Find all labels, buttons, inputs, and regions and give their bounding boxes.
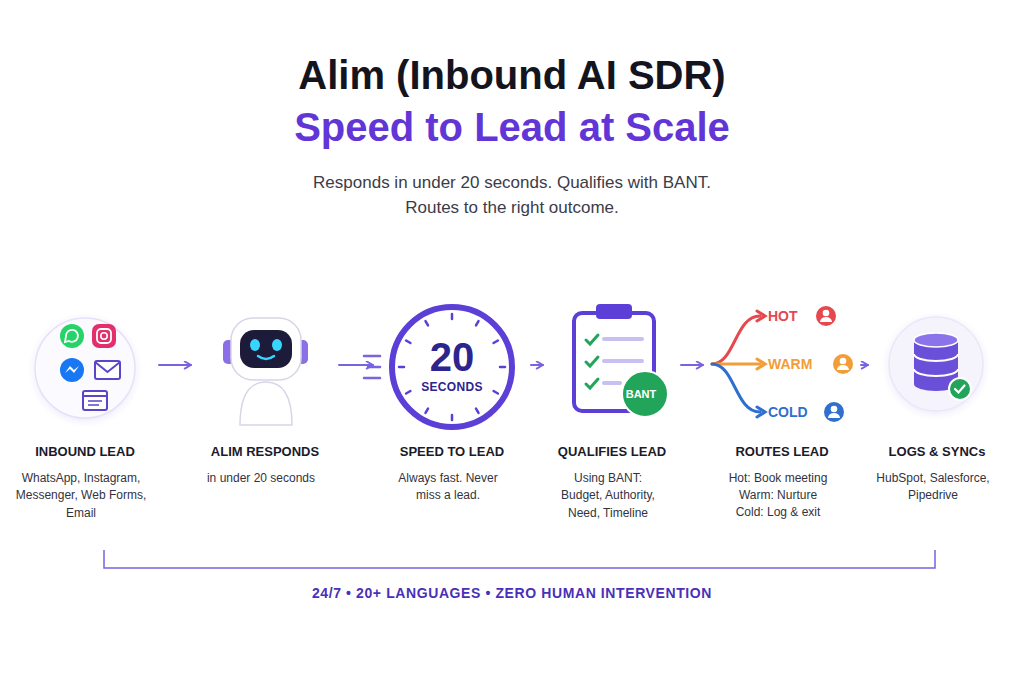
step-heading: LOGS & SYNCs xyxy=(868,444,1006,459)
step-body: Using BANT: Budget, Authority, Need, Tim… xyxy=(554,470,662,522)
dial-tick xyxy=(399,366,404,369)
dial-tick xyxy=(451,314,454,319)
flow-arrow xyxy=(861,364,868,366)
qualify-step: BANT QUALIFIES LEAD Using BANT: Budget, Au… xyxy=(543,295,681,528)
dial-tick xyxy=(451,415,454,420)
route-step: HOT WARM COLD ROUTES LEAD Hot: Book meetingW… xyxy=(703,295,861,527)
channel-step: INBOUND LEAD WhatsApp, Instagram, Messeng… xyxy=(11,295,159,528)
flow-arrow xyxy=(159,364,191,366)
dial-tick xyxy=(426,321,429,325)
step-body: Hot: Book meeting xyxy=(705,470,851,487)
dial-tick xyxy=(500,366,505,369)
dial-tick xyxy=(406,341,410,344)
bracket xyxy=(104,550,935,568)
step-body: WhatsApp, Instagram, Messenger, Web Form… xyxy=(13,470,149,522)
step-heading: ALIM RESPONDS xyxy=(191,444,339,459)
subtitle-heading: Speed to Lead at Scale xyxy=(0,104,1024,150)
flow-arrow xyxy=(531,364,543,366)
responder-step: ALIM RESPONDS in under 20 seconds xyxy=(191,295,339,493)
timer-step: 20SECONDS SPEED TO LEAD Always fast. Never… xyxy=(373,295,531,511)
step-body: HubSpot, Salesforce, Pipedrive xyxy=(870,470,996,505)
step-heading: INBOUND LEAD xyxy=(11,444,159,459)
routing-figure xyxy=(712,311,765,417)
dial-tick xyxy=(426,409,429,413)
channel-icons xyxy=(35,318,135,418)
dial-tick xyxy=(494,391,498,394)
route-label: WARM xyxy=(768,355,812,373)
step-body: Always fast. Never miss a lead. xyxy=(394,470,502,505)
step-body: Warm: Nurture xyxy=(705,487,851,504)
subtitle: Responds in under 20 seconds. Qualifies … xyxy=(292,170,732,220)
dial-tick xyxy=(494,341,498,344)
step-heading: SPEED TO LEAD xyxy=(373,444,531,459)
title: Alim (Inbound AI SDR) xyxy=(0,52,1024,98)
route-label: COLD xyxy=(768,403,808,421)
flow-arrow xyxy=(681,364,703,366)
sync-step: LOGS & SYNCsHubSpot, Salesforce, Pipedri… xyxy=(868,295,1006,511)
database-figure xyxy=(889,317,983,411)
person-icons xyxy=(816,306,853,422)
flow-arrow xyxy=(339,364,373,366)
robot-figure xyxy=(223,318,308,425)
caption: 24/7 • 20+ LANGUAGES • ZERO HUMAN INTERV… xyxy=(0,584,1024,602)
step-heading: ROUTES LEAD xyxy=(703,444,861,459)
step-heading: QUALIFIES LEAD xyxy=(543,444,681,459)
timer-number: 20 xyxy=(373,337,531,377)
step-body: Cold: Log & exit xyxy=(705,504,851,521)
step-body: in under 20 seconds xyxy=(193,470,329,487)
route-label: HOT xyxy=(768,307,798,325)
dial-tick xyxy=(406,391,410,394)
clipboard-figure xyxy=(574,304,668,417)
badge-label: BANT xyxy=(619,387,663,401)
dial-tick xyxy=(476,321,479,325)
dial-tick xyxy=(476,409,479,413)
timer-unit: SECONDS xyxy=(373,380,531,394)
